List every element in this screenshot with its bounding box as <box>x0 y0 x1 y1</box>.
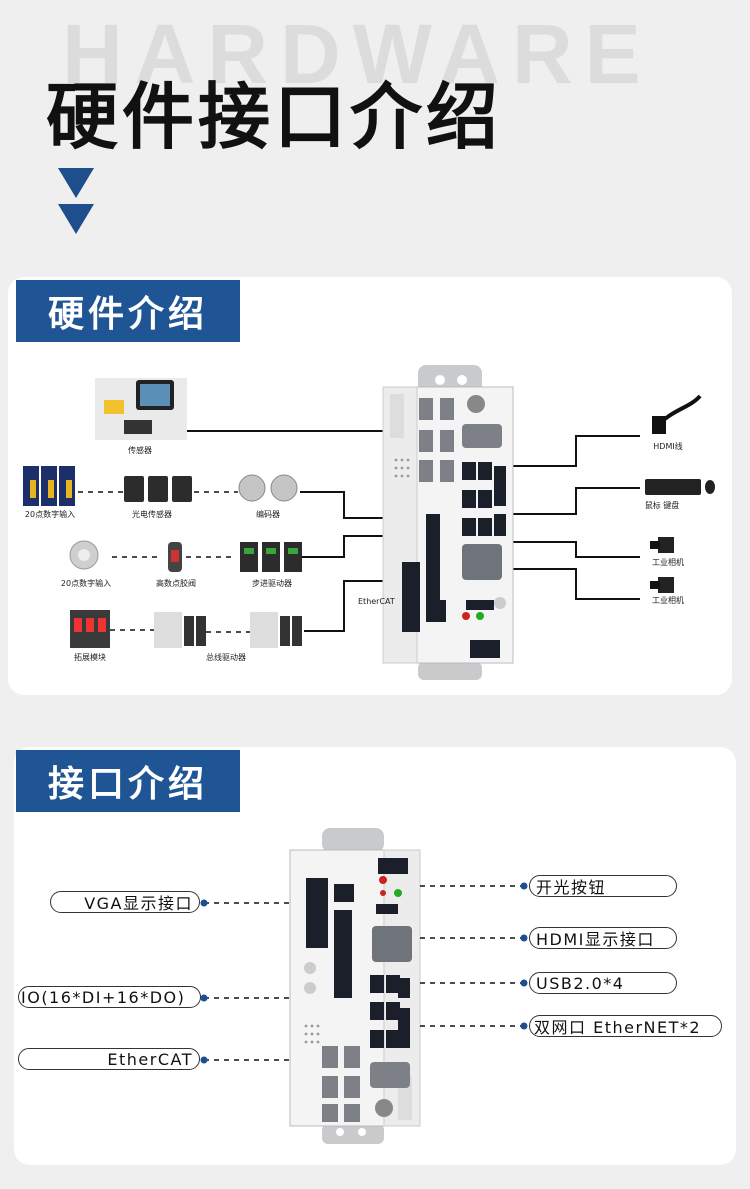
label-camera-1: 工业相机 <box>652 557 684 567</box>
label-bus-driver: 总线驱动器 <box>206 652 246 662</box>
industrial-camera-image <box>650 537 674 593</box>
label-encoder: 编码器 <box>256 509 280 519</box>
expansion-module-image <box>70 610 110 648</box>
hdmi-port-label: HDMI显示接口 <box>529 927 677 949</box>
io-port-label: IO(16*DI+16*DO) <box>18 986 201 1008</box>
page-title: 硬件接口介绍 <box>46 75 503 159</box>
digital-input-device-image <box>69 540 99 570</box>
label-ethercat: EtherCAT <box>358 597 395 606</box>
label-sensor: 传感器 <box>128 445 152 455</box>
chevron-down-icon <box>58 168 94 198</box>
photo-sensor-image <box>124 476 192 502</box>
keyboard-image <box>645 479 715 495</box>
header-bg-word: HARDWARE <box>62 7 653 101</box>
digital-input-module-image <box>23 466 75 506</box>
controller-device-image <box>382 365 514 680</box>
stepper-driver-image <box>240 542 302 572</box>
sensor-image <box>95 378 187 440</box>
label-mouse-keyboard: 鼠标 键盘 <box>645 500 680 510</box>
label-photo-sensor: 光电传感器 <box>132 509 172 519</box>
ethercat-port-label: EtherCAT <box>18 1048 200 1070</box>
section-title: 硬件介绍 <box>16 280 240 342</box>
label-stepper-driver: 步进驱动器 <box>252 578 292 588</box>
encoder-image <box>238 474 298 502</box>
bus-driver-image <box>154 612 302 648</box>
dispense-valve-image <box>168 542 182 572</box>
label-hdmi-cable: HDMI线 <box>653 441 682 451</box>
vga-port-label: VGA显示接口 <box>50 891 200 913</box>
power-button-label: 开光按钮 <box>529 875 677 897</box>
label-digital-input-1: 20点数字输入 <box>25 509 75 519</box>
label-digital-input-2: 20点数字输入 <box>61 578 111 588</box>
lan-port-label: 双网口 EtherNET*2 <box>529 1015 722 1037</box>
usb-port-label: USB2.0*4 <box>529 972 677 994</box>
label-dispense-valve: 高数点胶阀 <box>156 578 196 588</box>
chevron-down-icon <box>58 204 94 234</box>
label-expansion-module: 拓展模块 <box>74 652 106 662</box>
label-camera-2: 工业相机 <box>652 595 684 605</box>
controller-device-image <box>289 828 421 1144</box>
hdmi-cable-image <box>652 394 702 434</box>
section-title: 接口介绍 <box>16 750 240 812</box>
